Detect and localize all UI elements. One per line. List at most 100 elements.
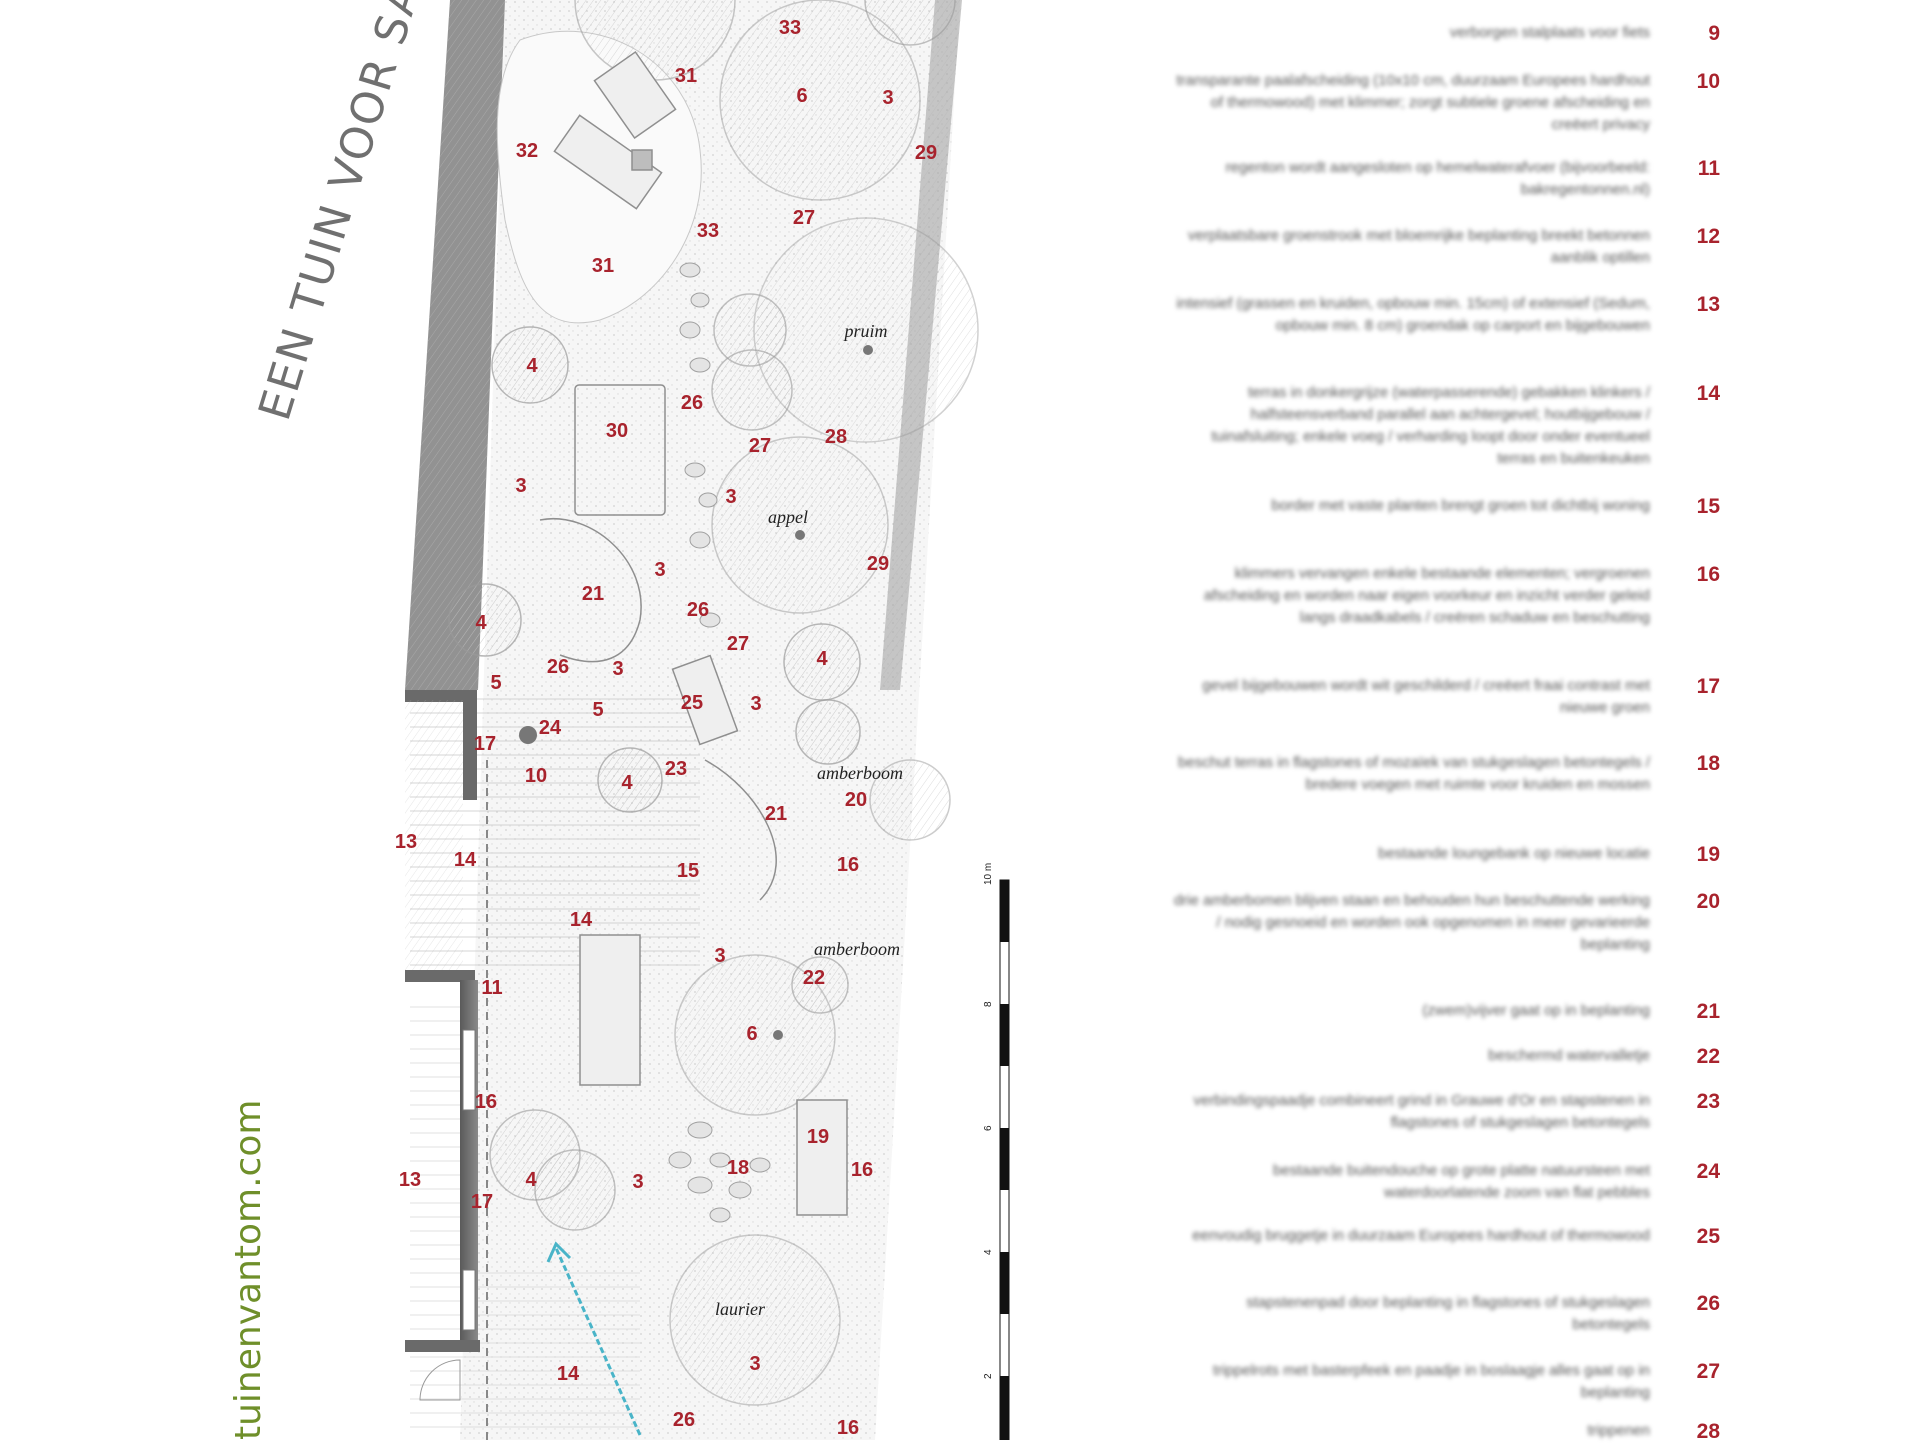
plan-number: 3 [632,1171,643,1193]
plan-number: 21 [582,583,604,605]
legend-description: verbindingspaadje combineert grind in Gr… [1193,1092,1650,1131]
scale-tick-label: 2 [983,1373,994,1379]
plan-number: 27 [793,207,815,229]
plan-number: 15 [677,860,699,882]
plan-number: 3 [612,658,623,680]
scale-unit-label: 10 m [983,863,994,885]
plan-number: 27 [727,633,749,655]
legend-description: beschut terras in flagstones of mozaïek … [1178,754,1650,793]
stepping-stones [668,262,771,1223]
legend-description: verplaatsbare groenstrook met bloemrijke… [1188,227,1650,266]
legend-number: 13 [1696,293,1720,316]
scale-tick-label: 4 [983,1249,994,1255]
tree-label-pruim: pruim [842,321,887,341]
legend-description: border met vaste planten brengt groen to… [1271,497,1650,514]
plan-number: 3 [882,87,893,109]
plan-number: 26 [681,392,703,414]
tree-canopies [448,0,979,1406]
plan-number: 19 [807,1126,829,1148]
legend-number: 19 [1696,843,1720,866]
tree-labels: pruim appel amberboom amberboom laurier [715,321,903,1319]
legend-description: regenton wordt aangesloten op hemelwater… [1225,159,1650,198]
plan-number: 30 [606,420,628,442]
plan-number: 23 [665,758,687,780]
legend-number: 9 [1708,22,1720,45]
legend-number: 21 [1696,1000,1720,1023]
house-walls [405,690,480,1401]
plan-number: 28 [825,426,847,448]
plan-number: 29 [915,142,937,164]
tree-label-amberboom: amberboom [817,763,903,783]
plan-number: 25 [681,692,703,714]
website-text: tuinenvantom.com [228,1099,269,1440]
legend-number: 24 [1696,1160,1720,1183]
legend-description: trippenen [1587,1422,1650,1439]
plan-number: 4 [525,1169,537,1191]
plan-number: 3 [654,559,665,581]
legend-description: bestaande buitendouche op grote platte n… [1273,1162,1650,1201]
legend-number: 25 [1696,1225,1720,1248]
plan-number: 22 [803,967,825,989]
plan-number-labels: 33 6 3 31 32 29 33 27 31 4 26 30 27 28 3… [395,17,937,1439]
plan-number: 13 [399,1169,421,1191]
legend-number: 15 [1696,495,1720,518]
scale-bar: 10 m 8 6 4 2 [983,863,1010,1440]
plan-number: 13 [395,831,417,853]
plan-number: 17 [474,733,496,755]
legend-number: 11 [1697,157,1720,180]
legend-description: (zwem)vijver gaat op in beplanting [1422,1002,1650,1019]
plan-number: 16 [837,854,859,876]
plan-number: 21 [765,803,787,825]
plan-number: 29 [867,553,889,575]
legend-description: drie amberbomen blijven staan en behoude… [1173,892,1650,953]
plan-number: 26 [547,656,569,678]
plan-number: 3 [750,693,761,715]
legend-number: 17 [1696,675,1720,698]
legend-number: 14 [1696,382,1720,405]
plan-number: 27 [749,435,771,457]
plan-number: 14 [570,909,593,931]
plan-number: 6 [746,1023,757,1045]
legend-number: 28 [1696,1420,1720,1443]
plan-number: 4 [526,355,538,377]
legend-description: verborgen stalplaats voor fiets [1449,24,1650,41]
legend-description: intensief (grassen en kruiden, opbouw mi… [1176,295,1650,334]
legend-description: terras in donkergrijze (waterpasserende)… [1211,384,1650,467]
legend-description: klimmers vervangen enkele bestaande elem… [1203,565,1650,626]
tree-label-laurier: laurier [715,1299,766,1319]
plan-number: 4 [621,772,633,794]
plan-number: 26 [687,599,709,621]
legend-description: trippelrots met basterpfeek en paadje in… [1213,1362,1650,1401]
plan-number: 33 [779,17,801,39]
legend-description: stapstenenpad door beplanting in flagsto… [1246,1294,1650,1333]
plan-number: 4 [816,648,828,670]
plan-number: 24 [539,717,562,739]
garden-features [539,50,848,1216]
plan-number: 3 [714,945,725,967]
legend-number: 12 [1696,225,1720,248]
scale-tick-label: 8 [983,1001,994,1007]
plan-number: 16 [851,1159,873,1181]
plan-number: 11 [481,977,502,999]
plan-number: 10 [525,765,547,787]
plan-number: 3 [749,1353,760,1375]
viewpoint-arrow [546,1241,642,1436]
legend-description: eenvoudig bruggetje in duurzaam Europees… [1192,1227,1650,1244]
legend-number: 16 [1696,563,1720,586]
plan-number: 31 [675,65,697,87]
scale-tick-label: 6 [983,1125,994,1131]
legend-number: 22 [1696,1045,1720,1068]
plan-number: 18 [727,1157,749,1179]
plan-number: 14 [454,849,477,871]
legend-description: bestaande loungebank op nieuwe locatie [1378,845,1650,862]
tree-label-appel: appel [768,507,808,527]
plan-number: 5 [592,699,603,721]
plan-number: 14 [557,1363,580,1385]
legend-number: 18 [1696,752,1720,775]
plan-number: 32 [516,140,538,162]
garden-plot [405,0,962,1440]
legend-number: 26 [1696,1292,1720,1315]
tree-trunks [519,345,873,1040]
plan-number: 3 [725,486,736,508]
plan-number: 17 [471,1191,493,1213]
